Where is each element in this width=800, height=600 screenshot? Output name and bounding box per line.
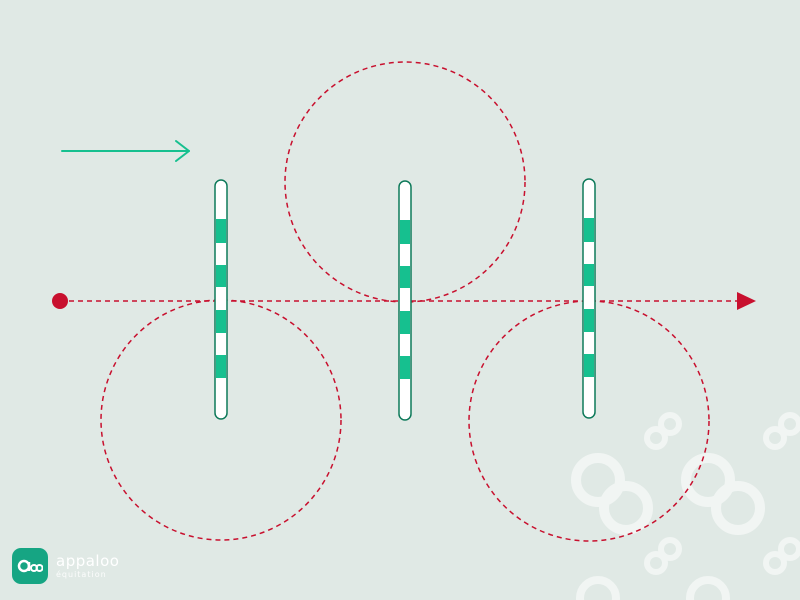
pole-2: [398, 180, 412, 421]
path-loops: [100, 61, 710, 542]
appaloo-logo-icon: [12, 548, 48, 584]
path-line: [52, 292, 756, 310]
brand-name: appaloo: [56, 551, 120, 570]
loop-2: [284, 61, 526, 303]
loop-3: [468, 300, 710, 542]
brand-logo: appaloo équitation: [12, 548, 119, 584]
loop-1: [100, 299, 342, 541]
pole-1: [214, 179, 228, 420]
path-start-dot: [52, 293, 68, 309]
path-end-arrowhead: [737, 292, 756, 310]
brand-tagline: équitation: [56, 569, 107, 579]
pole-3: [582, 178, 596, 419]
watermark-rings: [571, 412, 800, 600]
arrow-right-icon: [61, 140, 190, 162]
